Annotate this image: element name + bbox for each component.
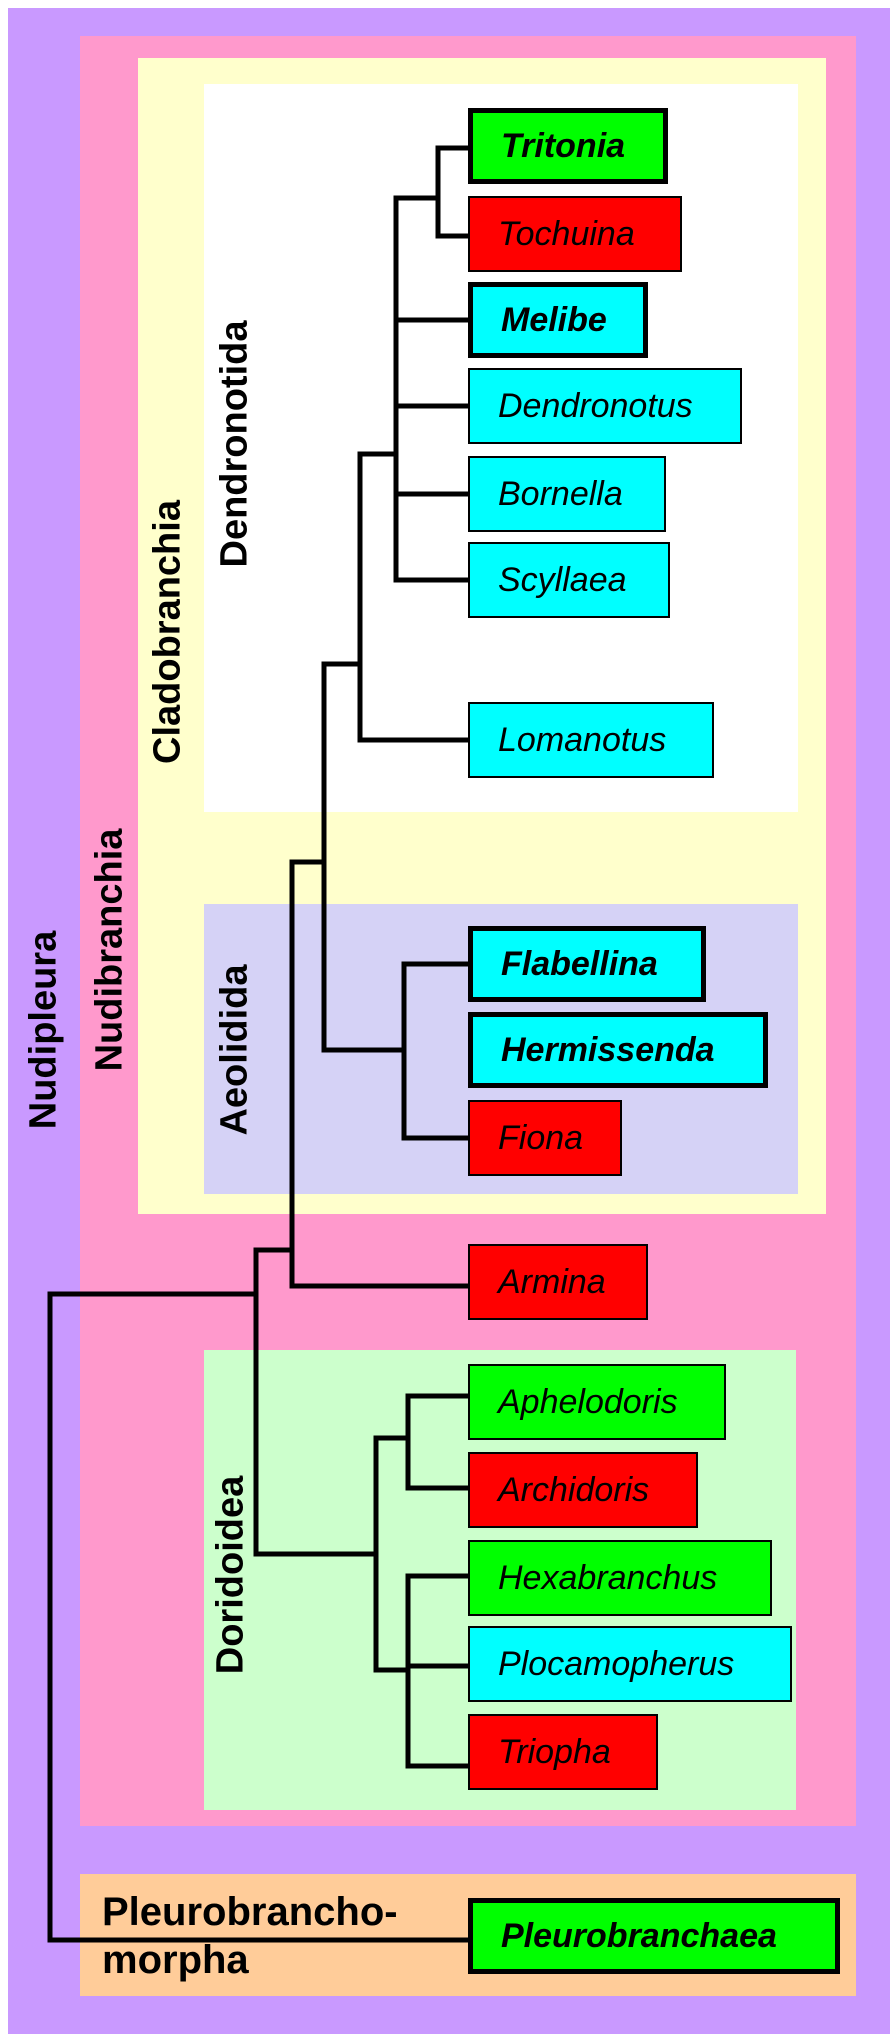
tree-branch-tritonia-tochuina bbox=[435, 145, 471, 239]
tree-branch-aeolidida bbox=[321, 961, 471, 1141]
taxon-tritonia: Tritonia bbox=[468, 108, 668, 184]
tree-branch-dendronotida bbox=[357, 451, 471, 743]
tree-branch-cladobranchia bbox=[321, 661, 363, 1053]
tree-branch-doridoidea-lower bbox=[373, 1573, 471, 1769]
taxon-bornella: Bornella bbox=[468, 456, 666, 532]
taxon-plocamopherus: Plocamopherus bbox=[468, 1626, 792, 1702]
taxon-aphelodoris: Aphelodoris bbox=[468, 1364, 726, 1440]
tree-branch-armina bbox=[289, 859, 471, 1289]
taxon-lomanotus: Lomanotus bbox=[468, 702, 714, 778]
taxon-triopha: Triopha bbox=[468, 1714, 658, 1790]
tree-branch-doridoidea bbox=[253, 1435, 379, 1673]
taxon-dendronotus: Dendronotus bbox=[468, 368, 742, 444]
pleurobranchomorpha-label-line2: morpha bbox=[102, 1938, 249, 1982]
taxon-hexabranchus: Hexabranchus bbox=[468, 1540, 772, 1616]
tree-branch-nudibranchia bbox=[253, 1247, 295, 1557]
taxon-scyllaea: Scyllaea bbox=[468, 542, 670, 618]
tree-branch-dendronotida-crown bbox=[393, 195, 471, 583]
taxon-tochuina: Tochuina bbox=[468, 196, 682, 272]
taxon-fiona: Fiona bbox=[468, 1100, 622, 1176]
tree-branch-root bbox=[47, 1291, 471, 1943]
pleurobranchomorpha-label: Pleurobrancho- morpha bbox=[102, 1888, 398, 1984]
pleurobranchomorpha-label-line1: Pleurobrancho- bbox=[102, 1890, 398, 1934]
taxon-melibe: Melibe bbox=[468, 282, 648, 358]
tree-branch-doridoidea-upper bbox=[373, 1393, 471, 1491]
taxon-armina: Armina bbox=[468, 1244, 648, 1320]
taxon-hermissenda: Hermissenda bbox=[468, 1012, 768, 1088]
taxon-pleurobranchaea: Pleurobranchaea bbox=[468, 1898, 840, 1974]
taxon-archidoris: Archidoris bbox=[468, 1452, 698, 1528]
taxon-flabellina: Flabellina bbox=[468, 926, 706, 1002]
